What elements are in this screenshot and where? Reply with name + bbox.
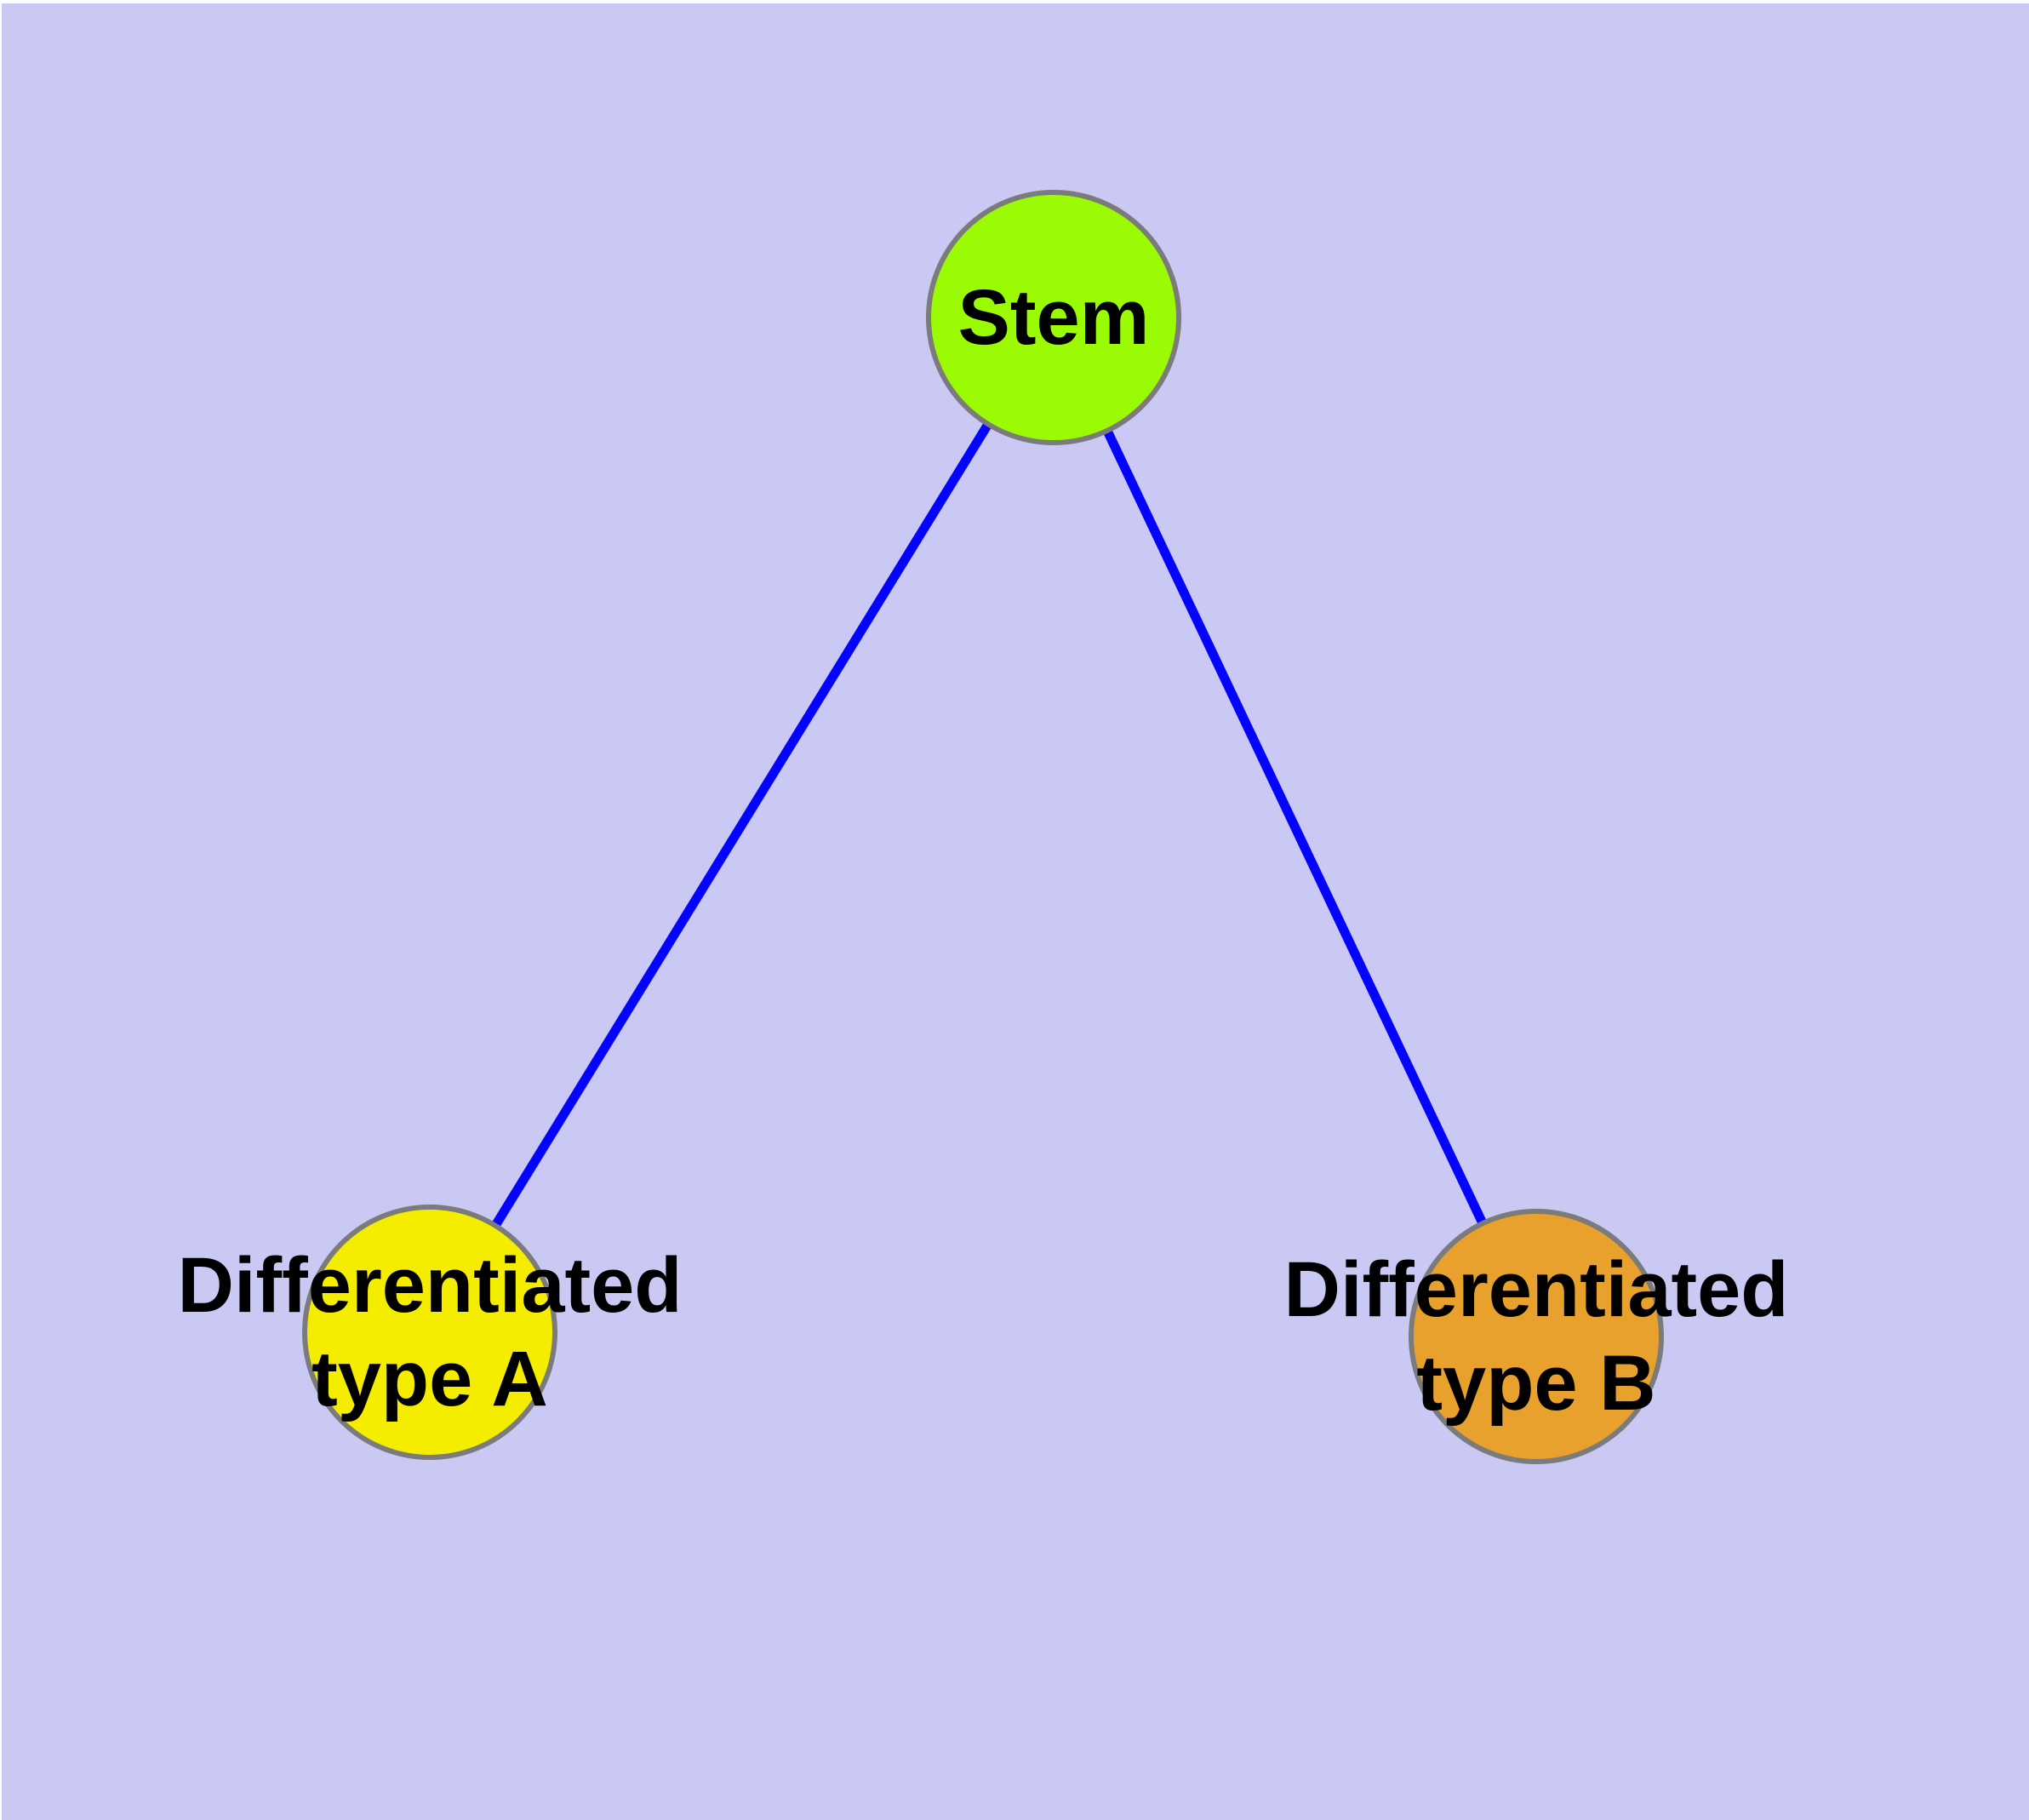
node-differentiated-type-a-label-line2: type A <box>311 1336 548 1422</box>
node-differentiated-type-b-label-line2: type B <box>1416 1340 1656 1427</box>
edge-stem-to-differentiated-type-a <box>426 315 1058 1335</box>
node-differentiated-type-a[interactable]: Differentiated type A <box>178 1205 682 1460</box>
node-stem-label: Stem <box>957 274 1150 361</box>
node-differentiated-type-b-label-line1: Differentiated <box>1283 1246 1789 1333</box>
node-differentiated-type-a-label-line1: Differentiated <box>177 1242 683 1329</box>
node-differentiated-type-b[interactable]: Differentiated type B <box>1284 1209 1788 1464</box>
node-stem[interactable]: Stem <box>926 190 1181 445</box>
edge-stem-to-differentiated-type-b <box>1049 315 1540 1339</box>
